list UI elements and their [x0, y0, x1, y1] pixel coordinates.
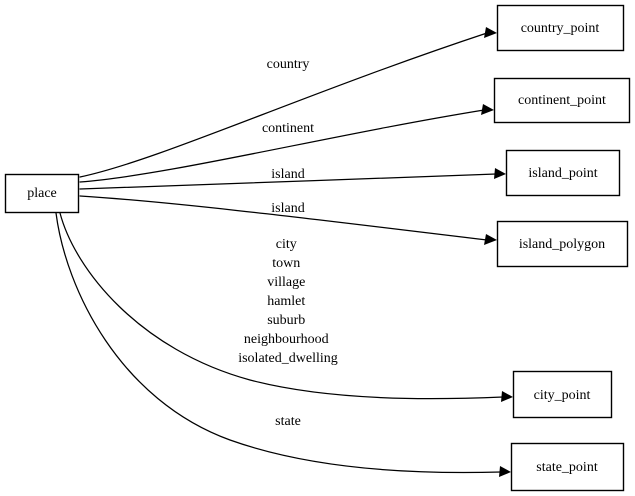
edge-label-line: town [272, 256, 300, 271]
node-continent_point[interactable]: continent_point [493, 77, 631, 124]
node-box [505, 149, 621, 197]
node-box [510, 442, 625, 492]
node-label: island_point [528, 166, 597, 181]
node-state_point[interactable]: state_point [510, 442, 625, 492]
edge-line [79, 109, 485, 183]
node-box [512, 370, 613, 419]
edge-label-line: village [267, 275, 305, 290]
edge-label-city-group: city town village hamlet suburb neighbou… [238, 237, 338, 366]
edge-label-line: neighbourhood [244, 332, 329, 347]
edge-label-line: island [271, 201, 304, 216]
edge-label-layer: country continent island island city tow… [238, 57, 338, 429]
node-box [493, 77, 631, 124]
node-label: continent_point [518, 93, 606, 108]
node-label: place [27, 186, 57, 201]
edge-line [79, 173, 497, 190]
edge-label-state: state [275, 414, 301, 429]
edge-line [79, 195, 488, 241]
edge-layer [55, 27, 513, 477]
edge-place-to-continent_point[interactable] [79, 104, 494, 183]
node-label: island_polygon [519, 237, 605, 252]
node-label: city_point [534, 388, 591, 403]
edge-label-line: continent [262, 121, 314, 136]
edge-label-continent: continent [262, 121, 314, 136]
arrowhead-icon [494, 168, 506, 179]
edge-label-line: country [267, 57, 310, 72]
edge-place-to-island_point[interactable] [79, 168, 506, 190]
arrowhead-icon [484, 234, 497, 245]
edge-label-line: isolated_dwelling [238, 351, 338, 366]
edge-label-island-polygon: island [271, 201, 304, 216]
edge-line [59, 212, 504, 400]
edge-place-to-state_point[interactable] [55, 212, 511, 477]
node-island_point[interactable]: island_point [505, 149, 621, 197]
node-label: state_point [536, 460, 598, 475]
node-place[interactable]: place [4, 173, 80, 214]
edge-label-line: state [275, 414, 301, 429]
node-box [496, 220, 629, 268]
node-city_point[interactable]: city_point [512, 370, 613, 419]
node-layer: place country_point continent_point isla… [4, 4, 631, 492]
edge-label-line: island [271, 167, 304, 182]
node-box [4, 173, 80, 214]
arrowhead-icon [501, 391, 513, 402]
edge-place-to-city_point[interactable] [59, 212, 513, 402]
edge-label-line: city [276, 237, 297, 252]
edge-label-line: suburb [267, 313, 305, 328]
edge-place-to-island_polygon[interactable] [79, 195, 497, 245]
node-country_point[interactable]: country_point [496, 4, 625, 52]
arrowhead-icon [499, 466, 511, 477]
node-island_polygon[interactable]: island_polygon [496, 220, 629, 268]
edge-label-country: country [267, 57, 310, 72]
arrowhead-icon [484, 27, 497, 38]
edge-label-line: hamlet [267, 294, 305, 309]
edge-place-to-country_point[interactable] [79, 27, 497, 178]
edge-line [55, 212, 502, 474]
edge-label-island-point: island [271, 167, 304, 182]
arrowhead-icon [481, 104, 494, 115]
edge-line [79, 32, 488, 178]
node-box [496, 4, 625, 52]
node-label: country_point [521, 21, 600, 36]
